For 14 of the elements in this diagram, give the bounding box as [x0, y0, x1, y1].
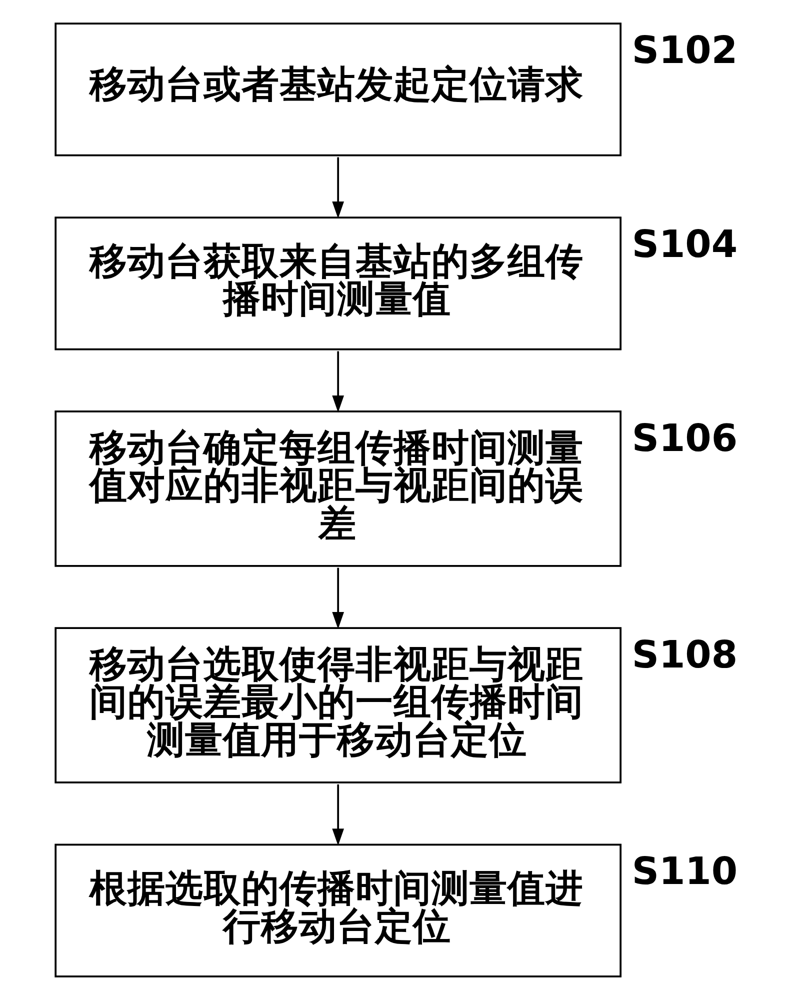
- arrow: [332, 568, 344, 630]
- arrow: [332, 784, 344, 846]
- node-box: 移动台或者基站发起定位请求: [54, 22, 622, 156]
- node-label: S108: [631, 632, 738, 677]
- arrow: [332, 351, 344, 412]
- node-box: 根据选取的传播时间测量值进行移动台定位: [54, 844, 622, 978]
- node-box: 移动台选取使得非视距与视距间的误差最小的一组传播时间测量值用于移动台定位: [54, 627, 622, 784]
- node-label: S102: [631, 28, 738, 72]
- node-label: S110: [631, 849, 738, 894]
- node-box: 移动台确定每组传播时间测量值对应的非视距与视距间的误差: [54, 410, 622, 567]
- node-label: S106: [631, 416, 738, 460]
- arrow: [332, 157, 344, 218]
- node-box: 移动台获取来自基站的多组传播时间测量值: [54, 216, 622, 350]
- node-label: S104: [631, 222, 738, 266]
